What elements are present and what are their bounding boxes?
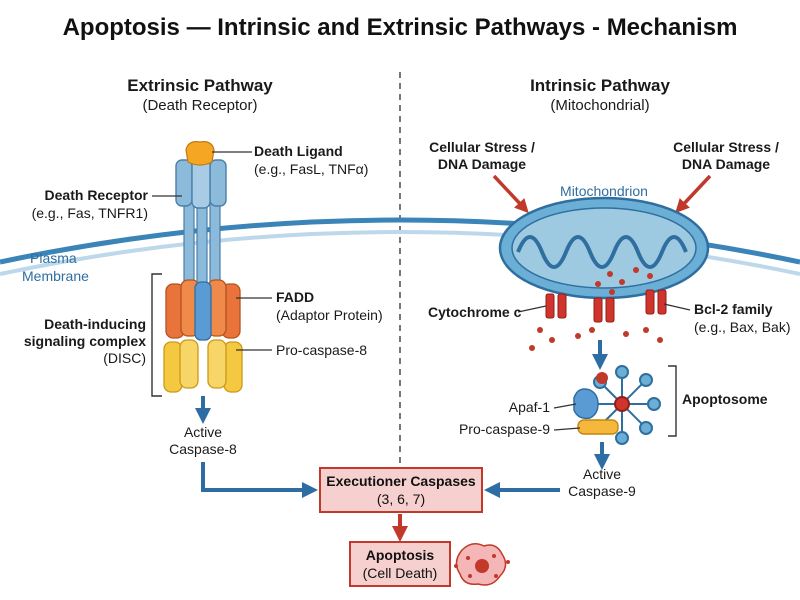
- intrinsic-subheading: (Mitochondrial): [550, 97, 650, 114]
- death-ligand-label: Death Ligand: [254, 143, 343, 159]
- apoptosis-title: Apoptosis: [365, 547, 435, 563]
- intrinsic-heading: Intrinsic Pathway: [530, 76, 670, 95]
- mitochondrion-shape: [498, 196, 710, 300]
- active-caspase9-line1: Active: [582, 466, 622, 482]
- dying-cell-icon: [454, 543, 510, 586]
- disc-abbreviation: (DISC): [103, 350, 146, 366]
- active-caspase9-line2: Caspase-9: [568, 483, 636, 499]
- stress-right-line1: Cellular Stress /: [673, 139, 779, 155]
- bcl2-pointer: [663, 303, 691, 311]
- stress-arrow-right: [675, 174, 712, 214]
- executioner-title: Executioner Caspases: [326, 473, 476, 489]
- executioner-box: [319, 467, 483, 513]
- apoptosome-label: Apoptosome: [682, 391, 768, 407]
- cytochrome-c-label: Cytochrome c: [428, 304, 522, 320]
- cytochrome-c-dots: [529, 267, 663, 351]
- apoptosome-bracket: [668, 365, 677, 437]
- bcl2-label: Bcl-2 family: [694, 301, 773, 317]
- stress-left-line2: DNA Damage: [437, 156, 527, 172]
- extrinsic-heading: Extrinsic Pathway: [127, 76, 273, 95]
- fadd-label: FADD: [276, 289, 315, 305]
- arrow-caspase8-to-executioner: [201, 462, 318, 498]
- bcl2-channels: [545, 289, 667, 323]
- executioner-subtitle: (3, 6, 7): [376, 491, 426, 507]
- disc-label-line1: Death-inducing: [44, 316, 146, 332]
- page-title: Apoptosis — Intrinsic and Extrinsic Path…: [62, 14, 738, 41]
- disc-label-line2: signaling complex: [23, 333, 146, 349]
- apoptosis-box: [349, 541, 451, 587]
- cytochrome-c-pointer: [517, 305, 547, 313]
- apoptosome-shape: [592, 365, 661, 445]
- disc-bracket: [151, 273, 162, 397]
- death-receptor-label: Death Receptor: [44, 187, 148, 203]
- death-receptor-examples: (e.g., Fas, TNFR1): [31, 205, 148, 221]
- bcl2-examples: (e.g., Bax, Bak): [694, 319, 791, 335]
- death-ligand-shape: [185, 141, 215, 166]
- apaf1-cytochrome-dot: [596, 372, 608, 384]
- stress-left-line1: Cellular Stress /: [429, 139, 535, 155]
- procaspase9-pointer: [553, 427, 581, 431]
- procaspase9-label: Pro-caspase-9: [458, 421, 550, 437]
- mitochondrion-label: Mitochondrion: [560, 183, 648, 199]
- apaf1-shape: [573, 388, 599, 420]
- active-caspase8-line1: Active: [183, 424, 223, 440]
- apaf1-label: Apaf-1: [508, 399, 550, 415]
- apoptosis-subtitle: (Cell Death): [362, 565, 438, 581]
- extrinsic-subheading: (Death Receptor): [142, 97, 258, 114]
- apaf1-pointer: [553, 403, 577, 409]
- membrane-label-line2: Membrane: [22, 268, 89, 284]
- death-ligand-examples: (e.g., FasL, TNFα): [254, 161, 369, 177]
- membrane-label-line1: Plasma: [30, 250, 77, 266]
- stress-right-line2: DNA Damage: [681, 156, 771, 172]
- death-receptor-complex: [163, 141, 243, 393]
- procaspase9-shape: [577, 419, 619, 435]
- active-caspase8-line2: Caspase-8: [169, 441, 237, 457]
- fadd-description: (Adaptor Protein): [276, 307, 383, 323]
- stress-arrow-left: [492, 174, 529, 214]
- procaspase8-label: Pro-caspase-8: [276, 342, 368, 358]
